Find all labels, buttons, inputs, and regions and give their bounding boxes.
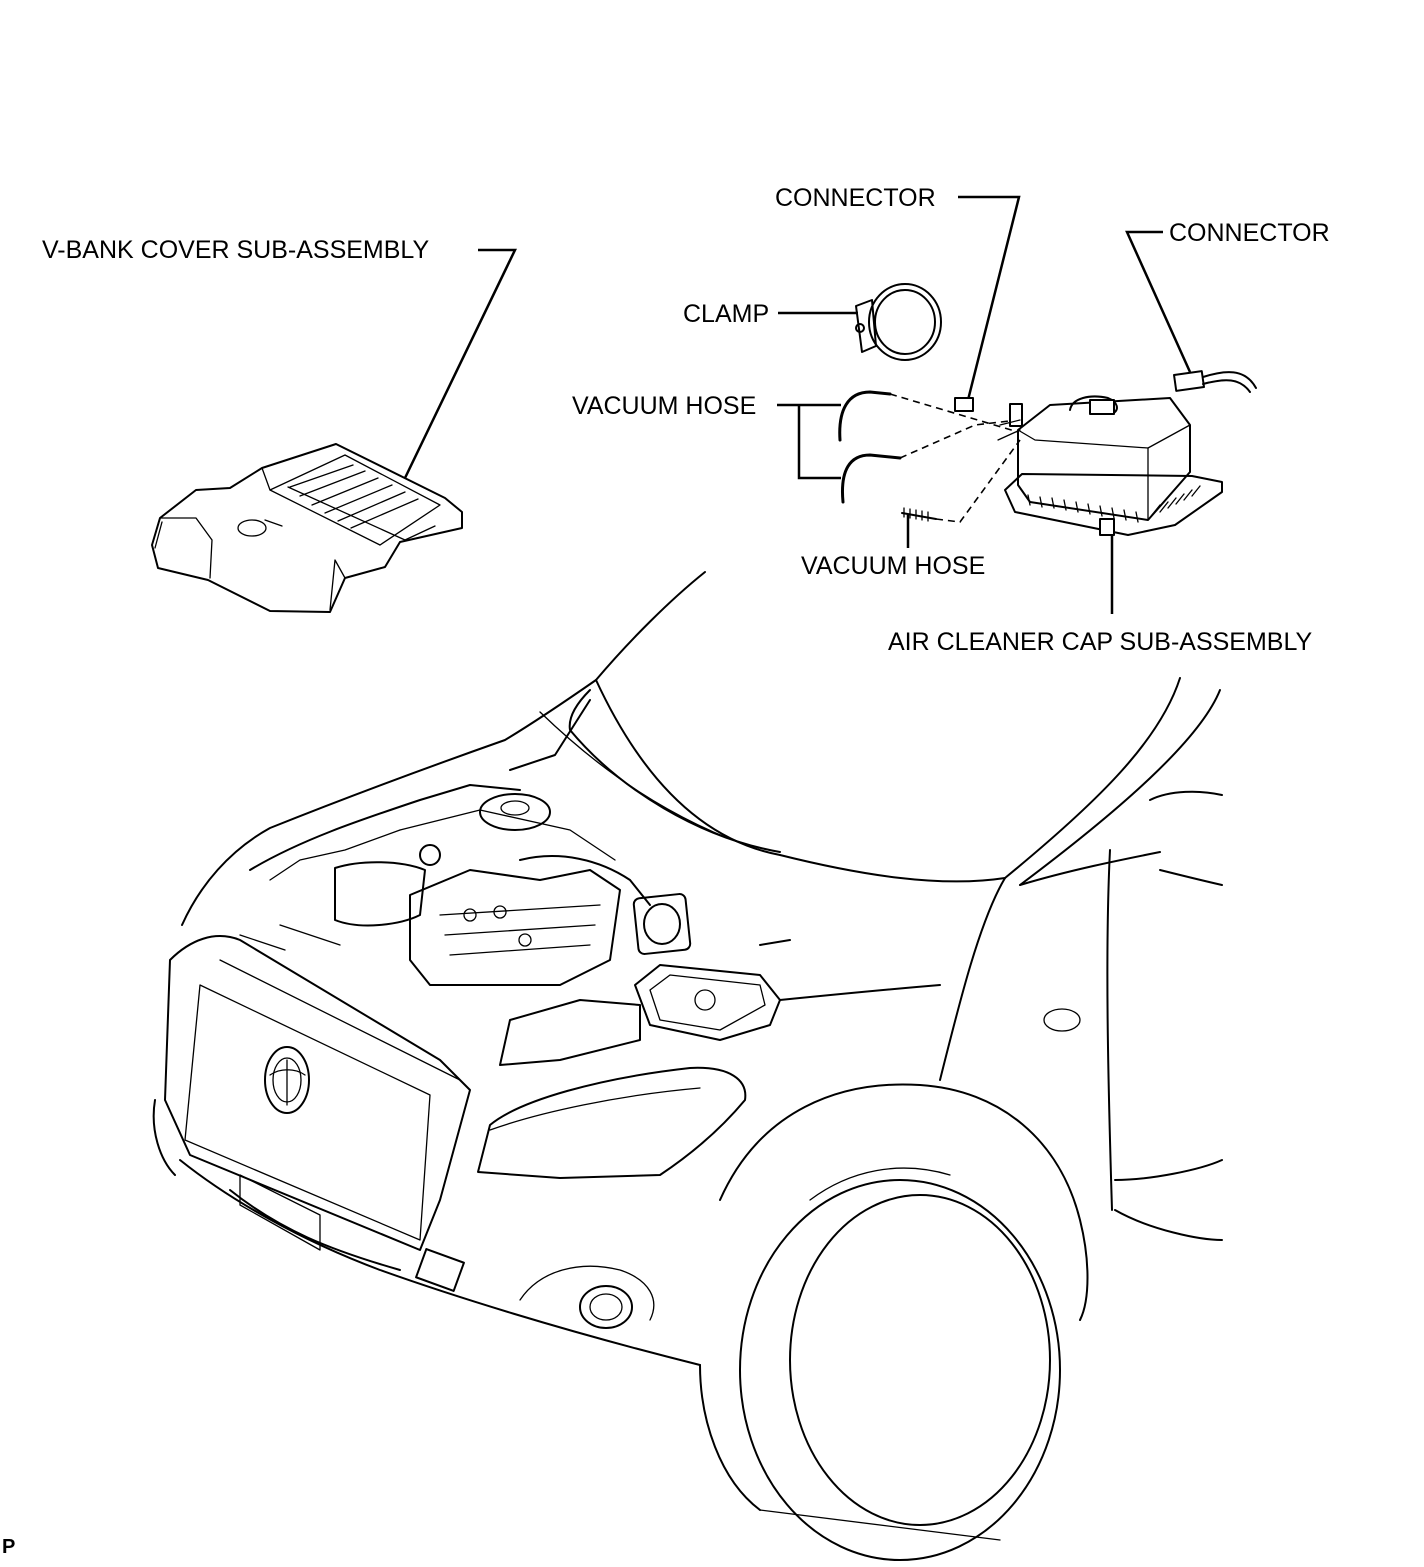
- vacuum-hose-drawings: [838, 390, 937, 522]
- air-cleaner-cap-label: AIR CLEANER CAP SUB-ASSEMBLY: [888, 628, 1313, 656]
- connector-right-leader: [1125, 230, 1192, 373]
- connector-upper-label: CONNECTOR: [775, 184, 936, 212]
- connector-upper-leader: [958, 195, 1021, 401]
- vehicle-drawing: [152, 571, 1223, 1561]
- vacuum-hose-bottom-label: VACUUM HOSE: [801, 552, 986, 580]
- air-cleaner-cap-drawing: [997, 395, 1223, 536]
- connector-right-drawing: [1173, 370, 1257, 393]
- vbank-cover-label: V-BANK COVER SUB-ASSEMBLY: [42, 236, 430, 264]
- vbank-cover-leader: [403, 248, 517, 479]
- connector-upper-drawing: [954, 397, 974, 412]
- reference-mark: P: [2, 1536, 16, 1558]
- v-bank-cover-drawing: [151, 443, 463, 613]
- connector-right-label: CONNECTOR: [1169, 219, 1330, 247]
- vacuum-hose-left-leader: [777, 403, 841, 480]
- clamp-drawing: [855, 283, 942, 361]
- vacuum-hose-left-label: VACUUM HOSE: [572, 392, 757, 420]
- assembly-dashed-lines: [889, 393, 1021, 523]
- clamp-label: CLAMP: [683, 300, 770, 328]
